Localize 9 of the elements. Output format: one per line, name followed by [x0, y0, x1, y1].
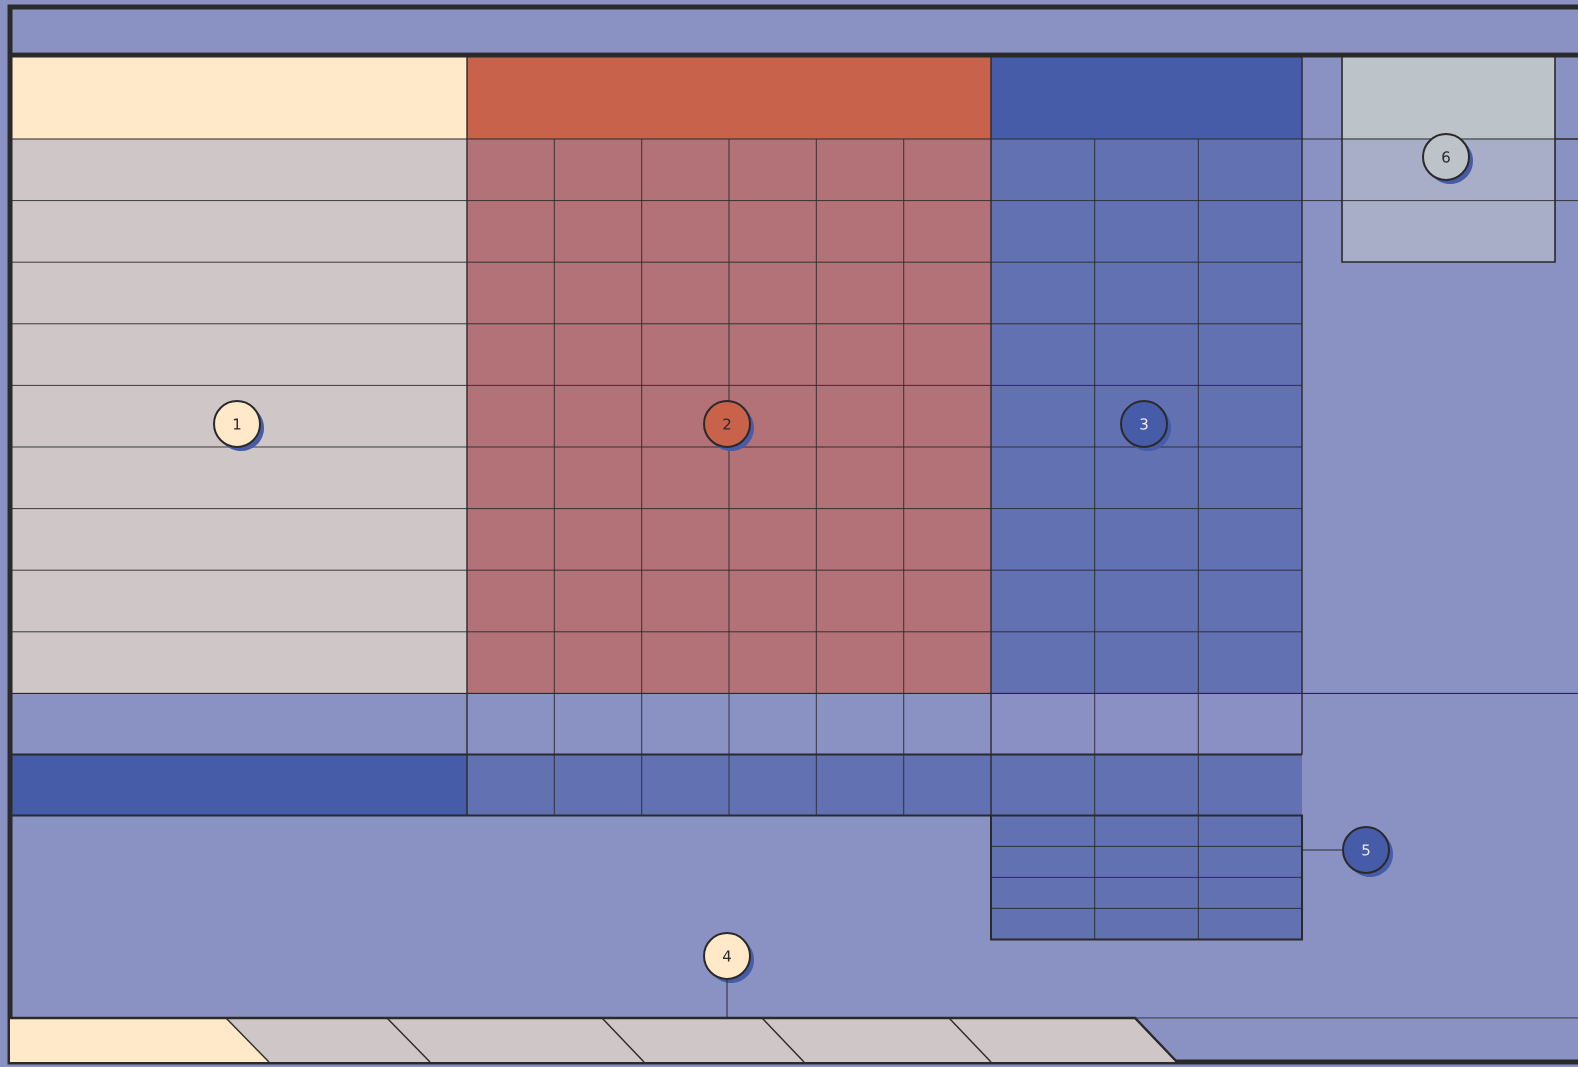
tab-bar — [10, 1016, 1178, 1063]
callout-number: 2 — [703, 400, 754, 451]
leader-line — [1302, 849, 1343, 851]
callout-number: 1 — [213, 400, 264, 451]
callout-number: 6 — [1422, 133, 1473, 184]
leader-line — [726, 979, 728, 1019]
callout-number: 5 — [1342, 826, 1393, 877]
callout-number: 4 — [703, 932, 754, 983]
callout-number: 3 — [1120, 400, 1171, 451]
